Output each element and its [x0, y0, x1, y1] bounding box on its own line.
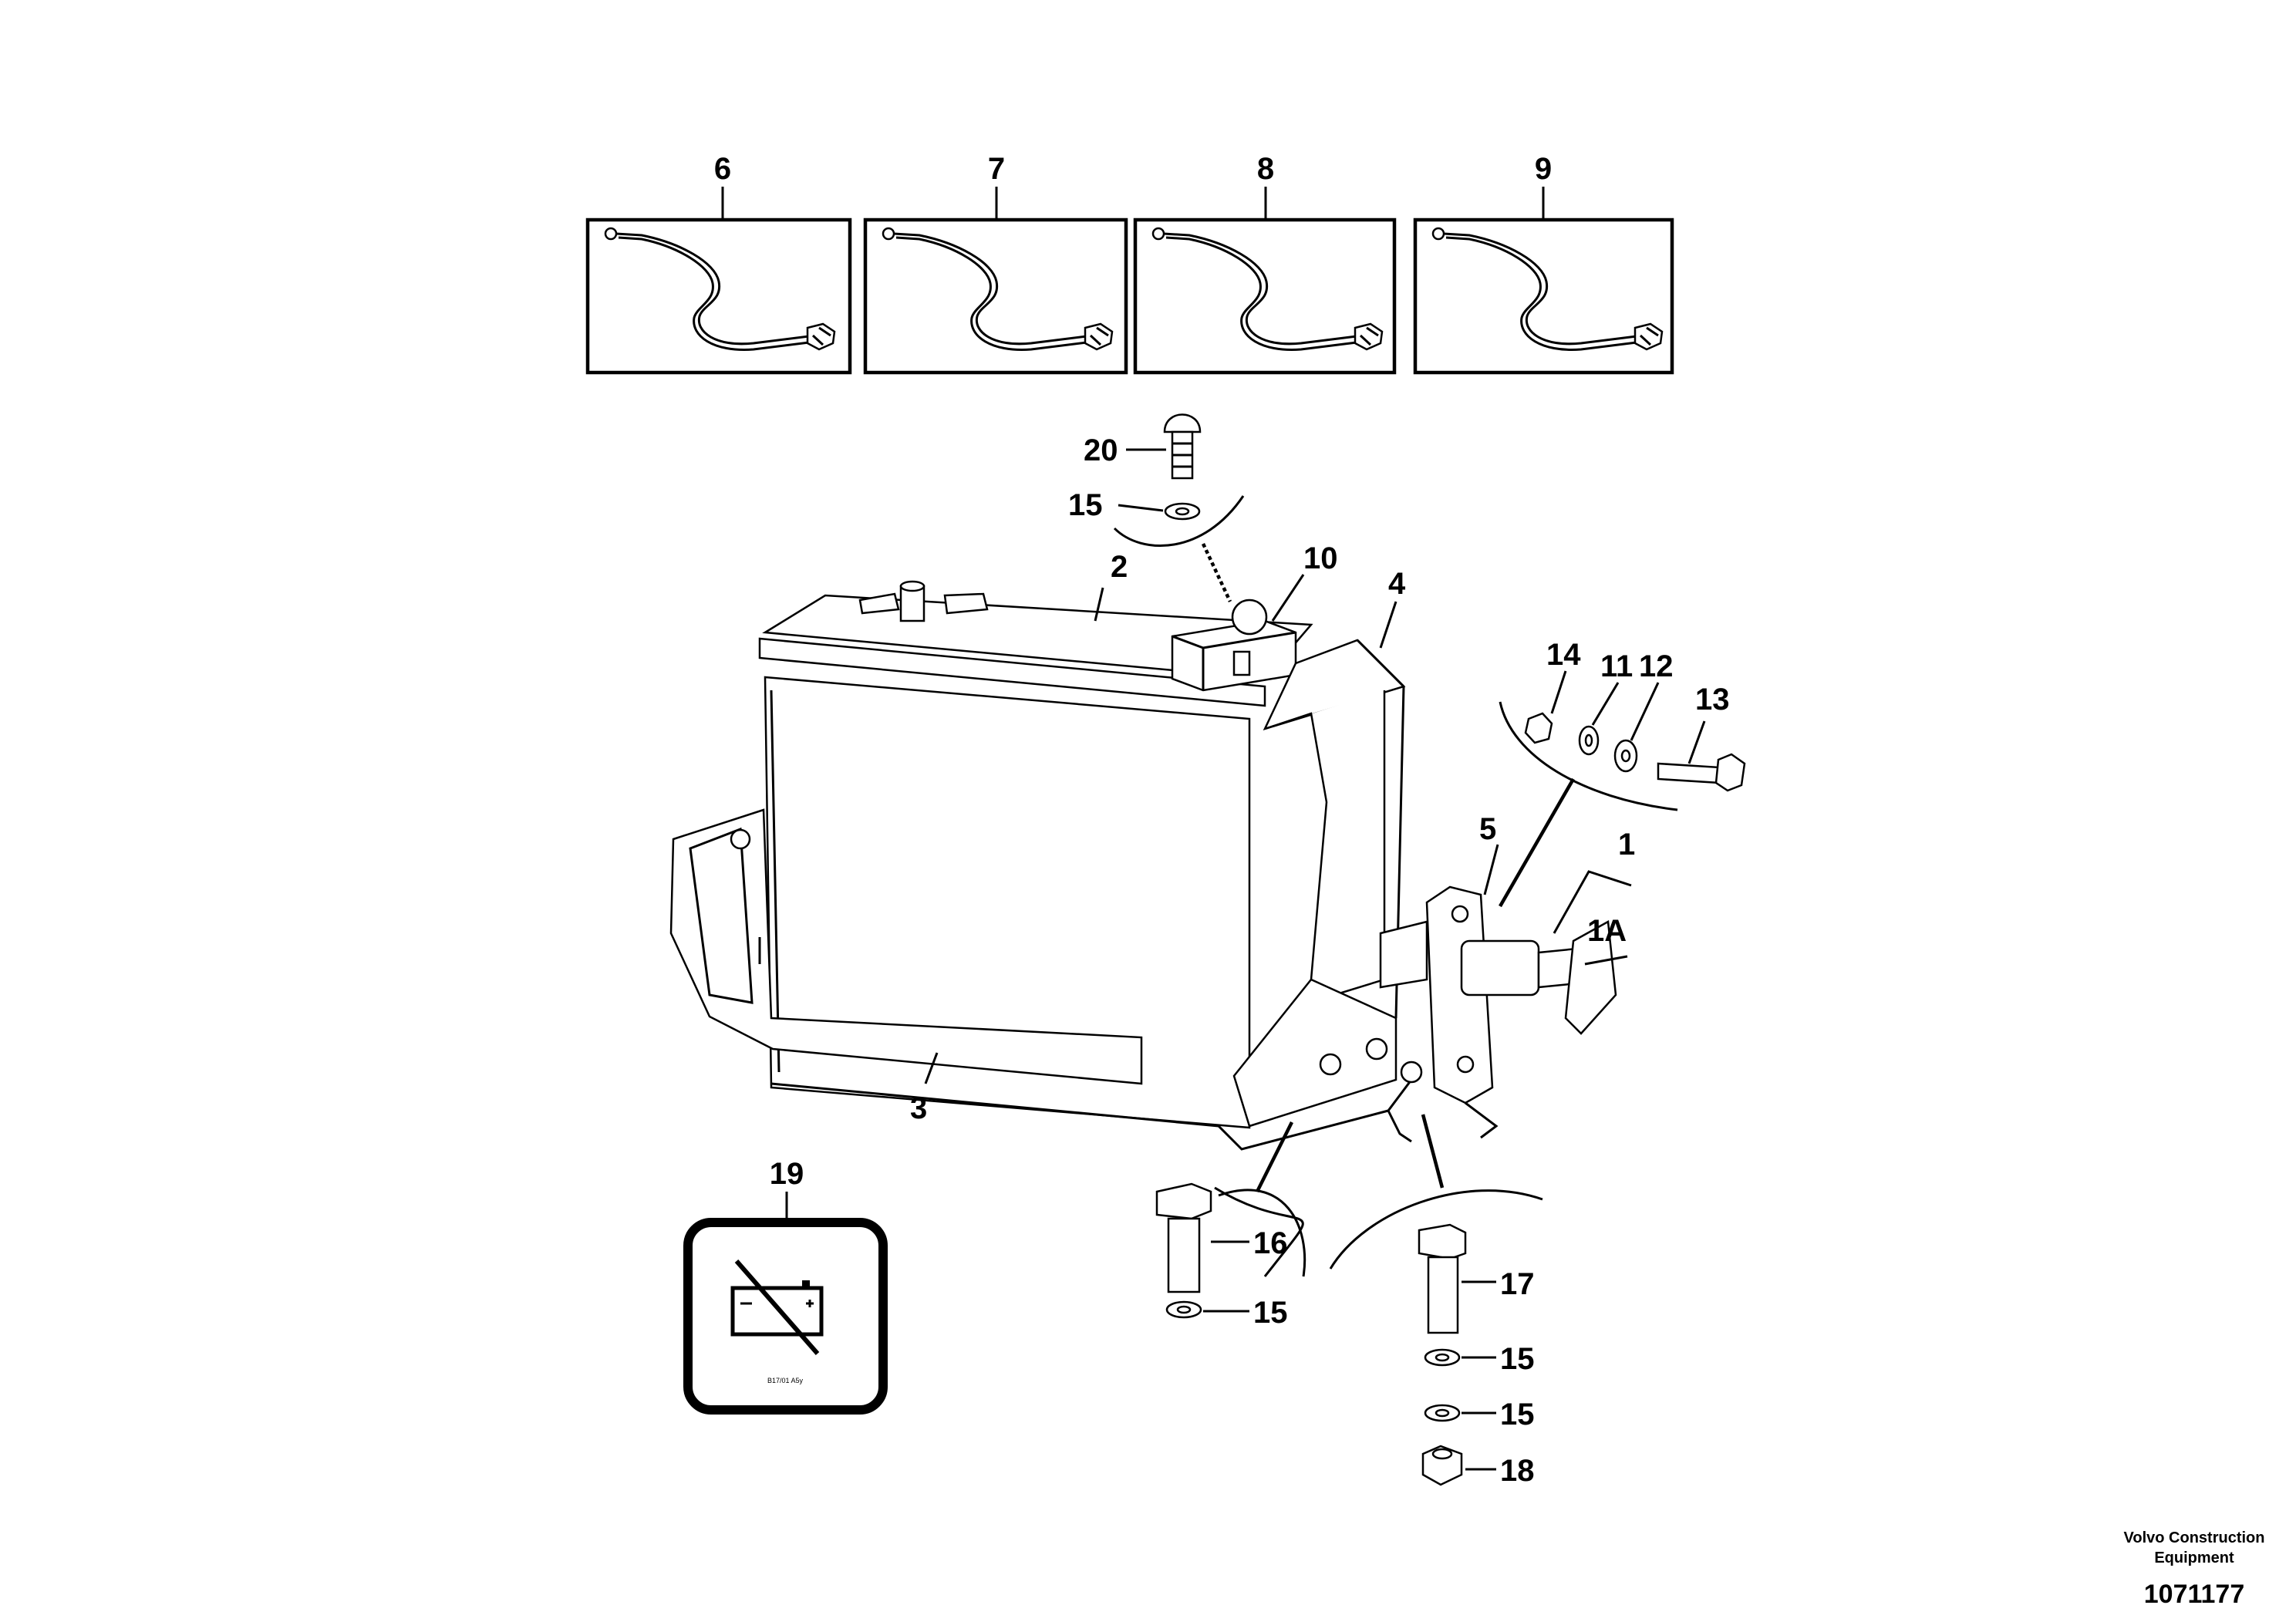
switch-assembly: 5 1 1A	[1379, 777, 1635, 1143]
callout-3: 3	[910, 1091, 927, 1125]
callout-19: 19	[770, 1157, 804, 1191]
callout-14: 14	[1546, 638, 1581, 672]
callout-6: 6	[714, 152, 731, 186]
cable-9: 9	[1413, 152, 1674, 375]
bracket-3: 3	[669, 808, 1423, 1151]
detail-bolt-17: 17 15 15 18	[1329, 1114, 1543, 1488]
detail-switch-fasteners: 14 11 12 13	[1499, 638, 1746, 811]
callout-20: 20	[1084, 433, 1118, 467]
callout-15-mid: 15	[1253, 1296, 1288, 1330]
detail-bolt-16: 16 15	[1155, 1121, 1306, 1330]
brand-line-1: Volvo Construction	[2124, 1529, 2265, 1546]
callout-1a: 1A	[1587, 914, 1627, 948]
callout-12: 12	[1639, 649, 1674, 683]
callout-10: 10	[1303, 541, 1338, 575]
callout-15-lower-2: 15	[1500, 1398, 1535, 1431]
cable-6: 6	[585, 152, 852, 375]
callout-5: 5	[1479, 812, 1496, 846]
brand-line-2: Equipment	[2154, 1549, 2234, 1566]
callout-13: 13	[1695, 683, 1730, 717]
callout-15-lower-1: 15	[1500, 1342, 1535, 1376]
callout-15-top: 15	[1068, 488, 1103, 522]
cable-7: 7	[863, 152, 1128, 375]
decal-code: B17/01 A5y	[767, 1377, 804, 1384]
callout-2: 2	[1111, 550, 1128, 584]
cable-8: 8	[1133, 152, 1397, 375]
callout-8: 8	[1257, 152, 1274, 186]
holder-4: 4	[1232, 567, 1406, 1128]
callout-7: 7	[988, 152, 1005, 186]
footer: Volvo Construction Equipment 1071177	[2124, 1529, 2265, 1609]
callout-18: 18	[1500, 1454, 1535, 1488]
document-number: 1071177	[2144, 1580, 2245, 1609]
washer-15-top: 15	[1068, 488, 1245, 602]
callout-17: 17	[1500, 1267, 1535, 1301]
callout-16: 16	[1253, 1226, 1288, 1260]
bolt-20: 20	[1084, 413, 1202, 480]
decal-19: B17/01 A5y 19	[683, 1157, 888, 1415]
callout-1: 1	[1618, 828, 1635, 862]
callout-11: 11	[1600, 649, 1633, 683]
clamp-10: 10	[1171, 541, 1338, 692]
callout-4: 4	[1388, 567, 1406, 601]
callout-9: 9	[1535, 152, 1552, 186]
